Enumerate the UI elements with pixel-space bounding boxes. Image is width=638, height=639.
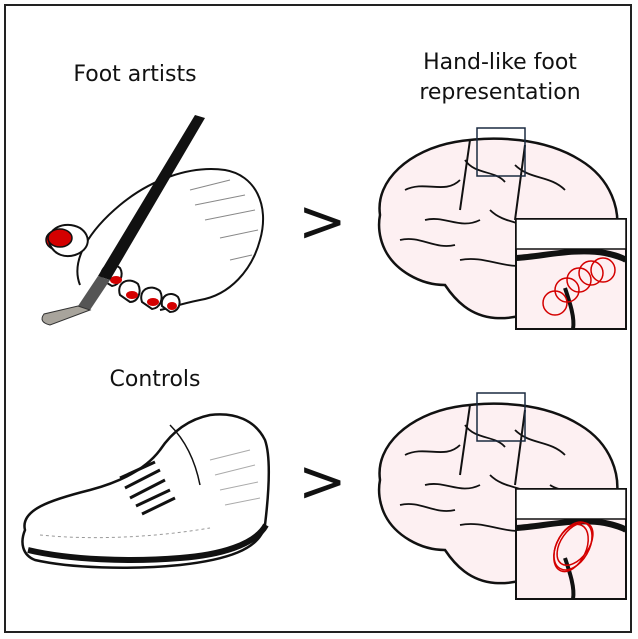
zoom-inset-top — [515, 218, 627, 330]
greater-than-top: > — [298, 192, 347, 250]
painting-foot-icon — [20, 110, 280, 340]
foot-artists-label: Foot artists — [40, 60, 230, 90]
controls-label: Controls — [60, 365, 250, 395]
zoom-inset-bottom — [515, 488, 627, 600]
greater-than-bottom: > — [298, 452, 347, 510]
hand-like-foot-label: Hand-like foot representation — [380, 48, 620, 108]
shoe-icon — [10, 400, 280, 590]
